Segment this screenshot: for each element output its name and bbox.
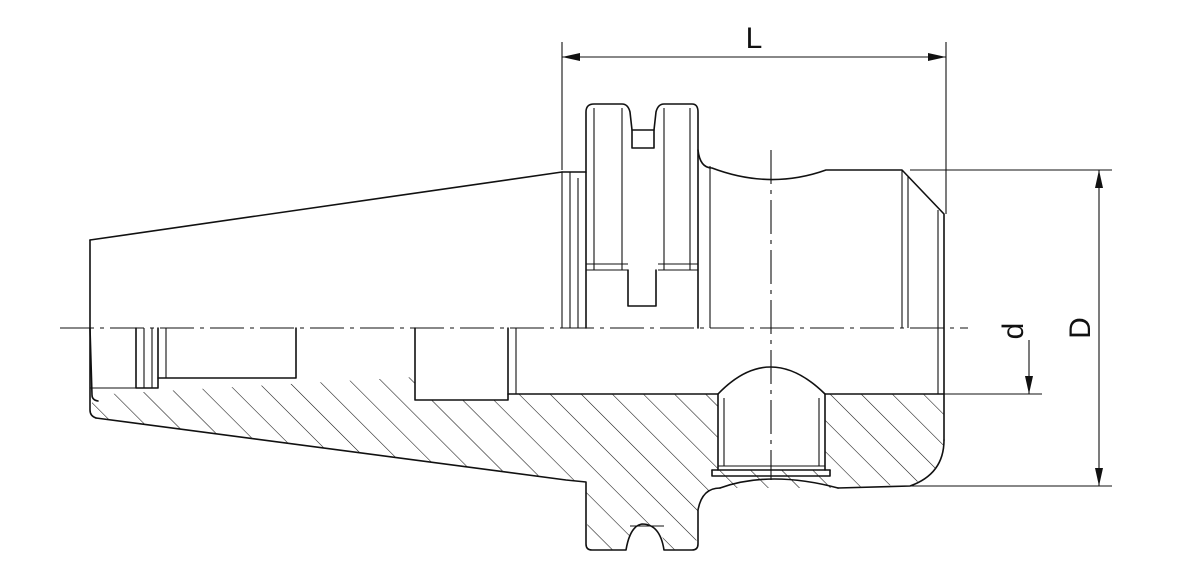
dimension-length: L: [561, 22, 947, 214]
center-lines: [60, 150, 968, 480]
section-hatching: [92, 377, 944, 550]
bore-section-outline: [89, 327, 945, 551]
outer-diameter-label: D: [1064, 317, 1097, 339]
dimension-bore-diameter: d: [944, 323, 1042, 395]
bore-label: d: [997, 323, 1030, 340]
taper-shank-outline: [89, 171, 587, 419]
length-label: L: [746, 22, 763, 55]
dimension-outer-diameter: D: [910, 169, 1112, 487]
flange-groove: [585, 103, 711, 329]
body-outline: [697, 149, 945, 441]
